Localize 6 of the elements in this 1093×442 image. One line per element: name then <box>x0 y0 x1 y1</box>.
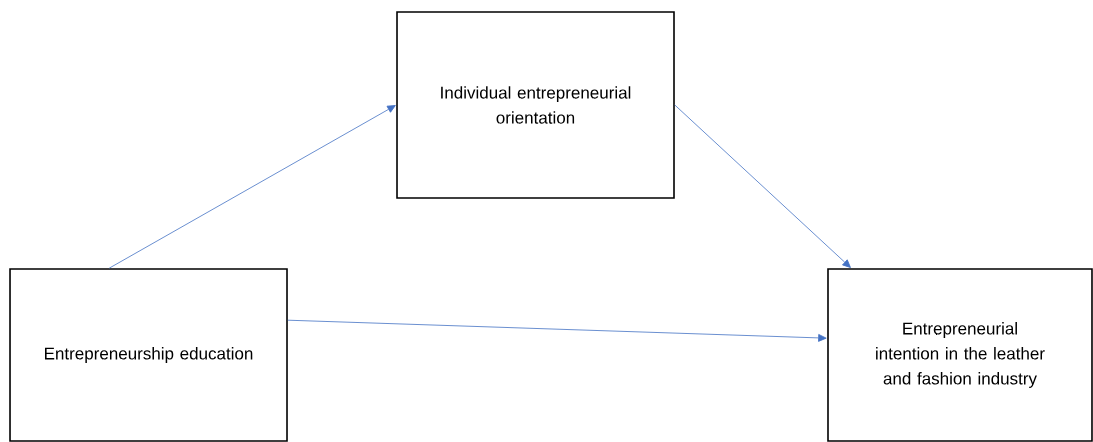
concept-box: Individual entrepreneurial orientation <box>396 11 675 199</box>
arrow <box>674 104 851 268</box>
concept-box: Entrepreneurship education <box>9 268 288 442</box>
arrow <box>108 105 396 269</box>
concept-box: Entrepreneurial intention in the leather and fashion industry <box>827 268 1093 442</box>
arrow <box>287 319 827 342</box>
